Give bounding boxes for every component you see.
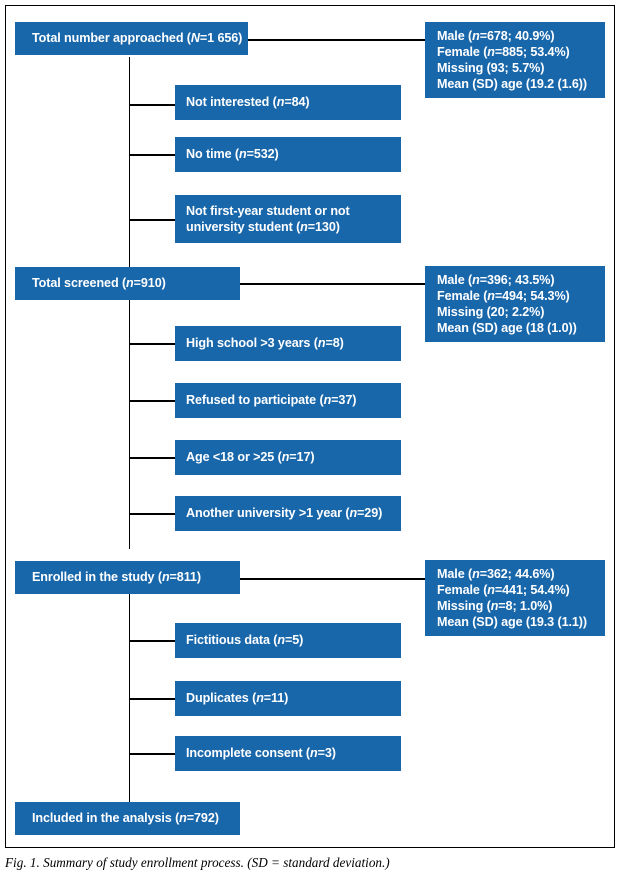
demographics-screened-male: Male (n=396; 43.5%) [437, 272, 555, 287]
node-included-in-analysis[interactable]: Included in the analysis (n=792) [15, 802, 240, 835]
exclusion-not-first-year-line2: university student (n=130) [186, 220, 340, 234]
exclusion-age-out-of-range[interactable]: Age <18 or >25 (n=17) [175, 440, 401, 475]
exclusion-not-first-year-student[interactable]: Not first-year student or not university… [175, 195, 401, 243]
demographics-approached-missing: Missing (93; 5.7%) [437, 61, 545, 75]
exclusion-incomplete-consent[interactable]: Incomplete consent (n=3) [175, 736, 401, 771]
connector-branch-fictitious [128, 640, 176, 642]
exclusion-not-first-year-line1: Not first-year student or not [186, 203, 350, 218]
demographics-enrolled-female: Female (n=441; 54.4%) [437, 582, 570, 597]
demographics-approached-mean-age: Mean (SD) age (19.2 (1.6)) [437, 77, 587, 92]
demographics-panel-approached[interactable]: Male (n=678; 40.9%) Female (n=885; 53.4%… [425, 22, 605, 98]
demographics-approached-female: Female (n=885; 53.4%) [437, 44, 570, 59]
exclusion-no-time[interactable]: No time (n=532) [175, 137, 401, 172]
connector-branch-another-university [128, 513, 176, 515]
exclusion-duplicates[interactable]: Duplicates (n=11) [175, 681, 401, 716]
node-total-number-approached[interactable]: Total number approached (N=1 656) [15, 22, 248, 55]
node-total-screened[interactable]: Total screened (n=910) [15, 267, 240, 300]
connector-trunk-1 [128, 57, 130, 272]
connector-branch-no-time [128, 154, 176, 156]
connector-branch-refused [128, 400, 176, 402]
connector-demographics-enrolled [240, 578, 425, 580]
exclusion-fictitious-data[interactable]: Fictitious data (n=5) [175, 623, 401, 658]
demographics-enrolled-missing: Missing (n=8; 1.0%) [437, 599, 553, 613]
demographics-enrolled-male: Male (n=362; 44.6%) [437, 566, 555, 581]
demographics-approached-male: Male (n=678; 40.9%) [437, 28, 555, 43]
exclusion-high-school-over-3-years[interactable]: High school >3 years (n=8) [175, 326, 401, 361]
connector-branch-incomplete-consent [128, 753, 176, 755]
connector-branch-not-interested [128, 104, 176, 106]
connector-demographics-approached [248, 39, 425, 41]
demographics-screened-mean-age: Mean (SD) age (18 (1.0)) [437, 321, 577, 336]
connector-trunk-2 [128, 300, 130, 549]
demographics-panel-enrolled[interactable]: Male (n=362; 44.6%) Female (n=441; 54.4%… [425, 560, 605, 636]
figure-caption: Fig. 1. Summary of study enrollment proc… [5, 855, 390, 870]
demographics-screened-missing: Missing (20; 2.2%) [437, 305, 545, 319]
figure-frame [5, 5, 615, 848]
connector-branch-not-first-year [128, 219, 176, 221]
exclusion-not-interested[interactable]: Not interested (n=84) [175, 85, 401, 120]
connector-branch-duplicates [128, 698, 176, 700]
exclusion-another-university[interactable]: Another university >1 year (n=29) [175, 496, 401, 531]
node-enrolled-in-study[interactable]: Enrolled in the study (n=811) [15, 561, 240, 594]
demographics-panel-screened[interactable]: Male (n=396; 43.5%) Female (n=494; 54.3%… [425, 266, 605, 342]
connector-branch-high-school [128, 343, 176, 345]
connector-demographics-screened [240, 283, 425, 285]
connector-trunk-3 [128, 585, 130, 802]
connector-branch-age-range [128, 457, 176, 459]
demographics-screened-female: Female (n=494; 54.3%) [437, 288, 570, 303]
demographics-enrolled-mean-age: Mean (SD) age (19.3 (1.1)) [437, 615, 587, 630]
exclusion-refused-to-participate[interactable]: Refused to participate (n=37) [175, 383, 401, 418]
